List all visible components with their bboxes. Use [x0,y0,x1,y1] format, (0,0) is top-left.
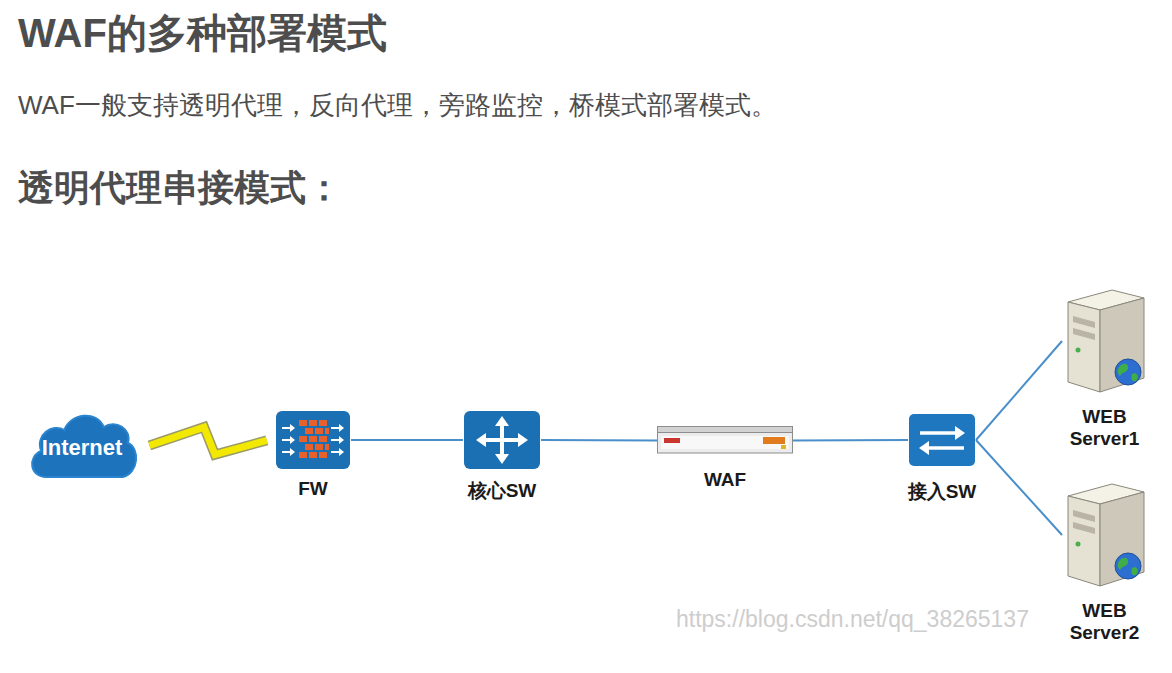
icon-part [664,438,680,443]
icon-part [331,424,344,432]
icon-part [1076,542,1081,547]
icon-part [1118,364,1128,376]
access-switch-icon-shape [908,413,976,467]
core-switch-icon-shape [463,410,541,470]
lightning-outline [149,427,266,455]
icon-part [1068,302,1100,392]
icon-part [661,436,789,449]
icon-part [1131,373,1137,381]
icon-part [658,427,793,433]
icon-part [1073,522,1095,534]
icon-part [276,411,350,469]
section-heading: 透明代理串接模式： [18,164,342,213]
device-label: WEB Server2 [1059,600,1151,644]
icon-part [315,444,323,450]
icon-part [325,428,329,434]
icon-part [309,436,317,442]
device-label: 核心SW [468,480,537,502]
icon-part [919,441,929,455]
icon-part [920,431,958,435]
device-label: WAF [704,469,746,491]
firewall-icon-shape [275,410,351,470]
network-link [541,439,657,442]
device-label: WEB Server1 [1059,406,1151,450]
web-server-icon: WEB Server1 [1062,288,1147,394]
watermark: https://blog.csdn.net/qq_38265137 [676,606,1029,633]
icon-part [299,436,307,442]
icon-part [1073,328,1095,340]
icon-part [909,414,975,466]
page-title: WAF的多种部署模式 [18,6,387,61]
icon-part [1073,510,1095,522]
icon-part [1115,359,1141,385]
icon-part [299,420,307,426]
icon-part [331,436,344,444]
icon-part [464,411,540,469]
icon-part [282,424,295,432]
icon-part [1115,553,1141,579]
network-link [976,440,1062,535]
waf-device: WAF [657,426,793,455]
icon-part [299,452,307,458]
icon-part [309,452,317,458]
icon-part [319,436,327,442]
icon-part [319,452,327,458]
icon-part [1100,298,1144,392]
core-switch-icon: 核心SW [463,410,541,470]
firewall-icon: FW [275,410,351,470]
icon-part [518,433,528,447]
icon-part [315,428,323,434]
web-server-icon: WEB Server2 [1062,482,1147,588]
waf-device-shape [657,426,793,455]
icon-part [331,448,344,456]
icon-part [309,420,317,426]
icon-part [495,416,509,426]
internet-cloud: Internet [26,405,139,487]
device-label: FW [298,478,328,500]
web-server-icon-shape [1062,288,1147,394]
icon-part [282,448,295,456]
cloud-label: Internet [26,405,139,487]
icon-part [1100,492,1144,586]
access-switch-icon: 接入SW [908,413,976,467]
icon-part [282,436,295,444]
network-link [976,341,1062,440]
intro-paragraph: WAF一般支持透明代理，反向代理，旁路监控，桥模式部署模式。 [18,88,777,123]
icon-part [305,444,313,450]
network-link [793,439,908,442]
icon-part [1076,348,1081,353]
web-server-icon-shape [1062,482,1147,588]
icon-part [484,424,520,456]
icon-part [955,426,965,440]
icon-part [1131,567,1137,575]
icon-part [495,454,509,464]
icon-part [1118,558,1128,570]
icon-part [305,428,313,434]
device-label: 接入SW [908,481,977,503]
icon-part [763,437,785,444]
icon-part [926,446,964,450]
icon-part [781,445,786,449]
icon-part [476,433,486,447]
lightning-link [149,427,266,455]
icon-part [325,444,329,450]
icon-part [1068,496,1100,586]
icon-part [319,420,327,426]
network-link [351,439,463,441]
icon-part [1073,316,1095,328]
